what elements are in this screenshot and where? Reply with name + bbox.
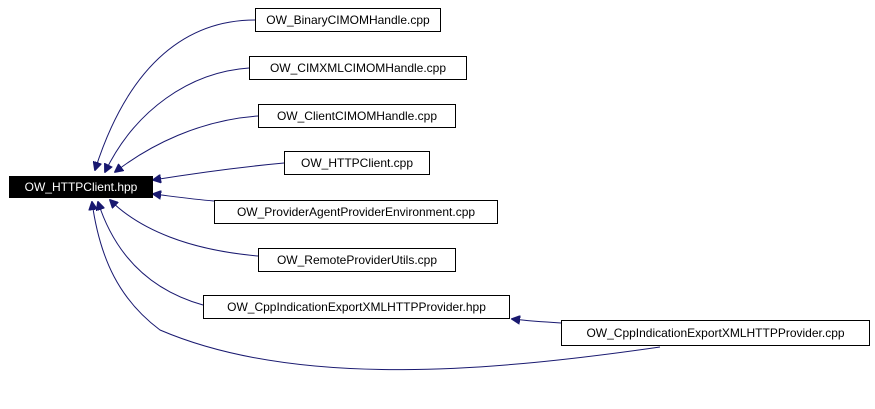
edge-n8-root [92, 202, 661, 371]
edge-n7-root [98, 202, 204, 306]
edge-n6-root [110, 200, 259, 257]
graph-node-remote-provider-utils-cpp[interactable]: OW_RemoteProviderUtils.cpp [258, 248, 456, 272]
graph-node-cpp-indication-export-xml-http-provider-cpp[interactable]: OW_CppIndicationExportXMLHTTPProvider.cp… [561, 320, 870, 346]
edge-n4-root [153, 162, 285, 180]
edge-n1-root [95, 19, 256, 170]
edge-n2-root [105, 67, 250, 172]
graph-node-provider-agent-provider-environment-cpp[interactable]: OW_ProviderAgentProviderEnvironment.cpp [214, 200, 498, 224]
edge-n5-root [153, 194, 215, 202]
graph-node-http-client-cpp[interactable]: OW_HTTPClient.cpp [284, 151, 430, 175]
graph-node-cpp-indication-export-xml-http-provider-hpp[interactable]: OW_CppIndicationExportXMLHTTPProvider.hp… [203, 295, 510, 319]
graph-node-binary-cimom-handle-cpp[interactable]: OW_BinaryCIMOMHandle.cpp [255, 8, 441, 32]
graph-node-client-cimom-handle-cpp[interactable]: OW_ClientCIMOMHandle.cpp [258, 104, 456, 128]
edge-n3-root [115, 115, 259, 172]
edge-n8-n7 [512, 319, 562, 323]
graph-node-cimxml-cimom-handle-cpp[interactable]: OW_CIMXMLCIMOMHandle.cpp [249, 56, 467, 80]
graph-node-root[interactable]: OW_HTTPClient.hpp [9, 176, 153, 198]
